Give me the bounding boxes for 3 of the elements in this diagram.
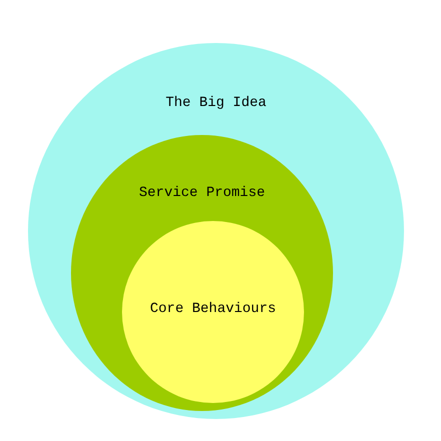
circle-label: The Big Idea [166, 95, 266, 111]
circle-label: Core Behaviours [150, 301, 276, 317]
circle-label: Service Promise [138, 185, 266, 201]
